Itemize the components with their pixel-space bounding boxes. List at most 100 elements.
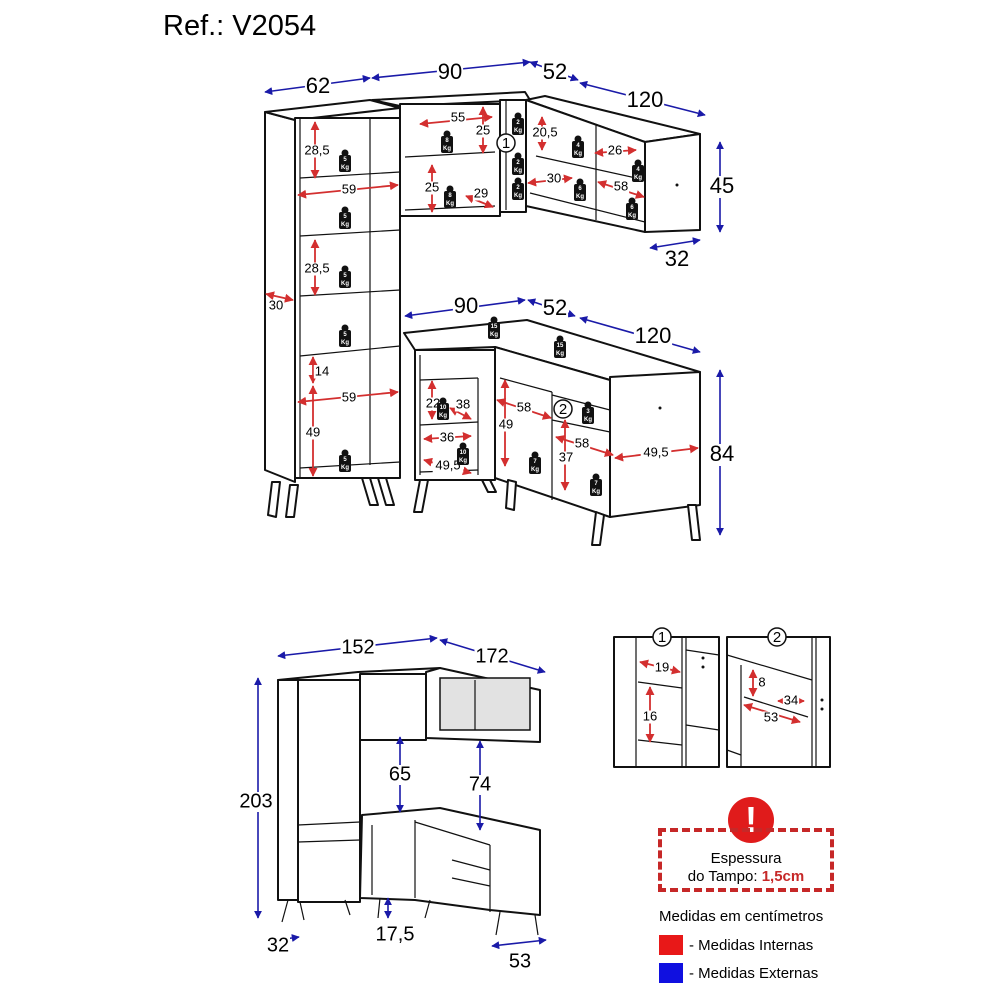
external-dimension-label: 172 [475,645,508,667]
internal-dimension-label: 59 [342,181,356,196]
external-dimension-label: 65 [389,763,411,785]
weight-value: 5 [343,332,347,338]
weight-unit: Kg [514,193,522,199]
label-background [301,144,333,158]
label-background [468,775,492,795]
external-dimension-label: 90 [454,293,478,318]
label-background [238,792,274,812]
weight-unit: Kg [490,332,498,338]
internal-dimension-label: 14 [315,363,329,378]
label-background [472,187,490,201]
countertop-thickness-notice: Espessura do Tampo: 1,5cm [658,828,834,892]
internal-dimension-label: 49,5 [643,444,668,459]
detail-marker-label: 2 [773,629,781,646]
weight-unit: Kg [556,351,564,357]
weight-capacity-icon: 2Kg [512,112,524,135]
label-background [529,126,561,140]
weight-value: 15 [557,343,564,349]
internal-dimension-label: 49 [499,416,513,431]
weight-value: 3 [586,409,590,415]
label-background [708,176,736,198]
label-background [497,418,515,432]
internal-dimension-label: 58 [575,435,589,450]
weight-unit: Kg [439,413,447,419]
internal-dimension-arrow [265,291,294,303]
label-background [557,451,575,465]
internal-dimension-label: 37 [559,449,573,464]
label-background [541,62,569,84]
label-background [474,124,492,138]
label-background [762,711,780,725]
weight-capacity-icon: 5Kg [339,149,351,172]
weight-value: 5 [343,214,347,220]
external-dimension-label: 53 [509,950,531,972]
legend-internal: - Medidas Internas [659,935,813,955]
weight-value: 5 [343,157,347,163]
external-dimension-label: 32 [267,934,289,956]
external-dimension-label: 32 [665,246,689,271]
weight-capacity-icon: 8Kg [444,185,456,208]
weight-value: 5 [343,273,347,279]
weight-value: 5 [343,457,347,463]
weight-value: 15 [491,324,498,330]
label-background [313,365,331,379]
label-background [340,183,358,197]
weight-value: 7 [533,459,537,465]
external-dimension-label: 45 [710,173,734,198]
internal-dimension-label: 8 [758,674,765,689]
legend-external: - Medidas Externas [659,963,818,983]
weight-unit: Kg [341,165,349,171]
internal-dimension-label: 36 [440,429,454,444]
weight-capacity-icon: 6Kg [626,197,638,220]
label-background [573,437,591,451]
internal-dimension-label: 19 [655,659,669,674]
external-dimension-label: 52 [543,59,567,84]
internal-dimension-label: 30 [547,170,561,185]
label-background [449,111,467,125]
weight-unit: Kg [514,168,522,174]
internal-dimension-label: 59 [342,389,356,404]
external-dimension-label: 62 [306,73,330,98]
external-dimension-arrow [649,237,701,251]
weight-unit: Kg [341,222,349,228]
internal-dimension-label: 53 [764,709,778,724]
label-background [641,710,659,724]
internal-dimension-label: 16 [643,708,657,723]
label-background [452,296,480,318]
internal-dimension-arrow [465,194,494,209]
detail-marker-circle [553,399,573,419]
detail-marker-label: 1 [658,629,666,646]
label-background [304,76,332,98]
internal-dimension-label: 55 [451,109,465,124]
detail-view-1 [613,636,720,768]
label-background [340,391,358,405]
weight-capacity-icon: 6Kg [574,178,586,201]
label-background [388,765,412,785]
weight-value: 8 [448,193,452,199]
weight-capacity-icon: 4Kg [572,135,584,158]
internal-dimension-label: 28,5 [304,142,329,157]
label-background [515,401,533,415]
label-background [633,326,673,348]
weight-unit: Kg [514,128,522,134]
weight-unit: Kg [531,467,539,473]
internal-dimension-label: 30 [269,297,283,312]
label-background [438,431,456,445]
legend-internal-label: - Medidas Internas [689,936,814,954]
tall-cabinet [264,99,401,518]
label-background [372,925,418,945]
weight-capacity-icon: 5Kg [339,265,351,288]
label-background [423,181,441,195]
external-dimension-label: 90 [438,59,462,84]
weight-unit: Kg [443,146,451,152]
label-background [625,90,665,112]
weight-capacity-icon: 5Kg [339,206,351,229]
weight-capacity-icon: 3Kg [582,401,594,424]
internal-dimension-label: 25 [425,179,439,194]
weight-capacity-icon: 8Kg [441,130,453,153]
internal-dimension-label: 34 [784,692,798,707]
weight-value: 6 [630,205,634,211]
